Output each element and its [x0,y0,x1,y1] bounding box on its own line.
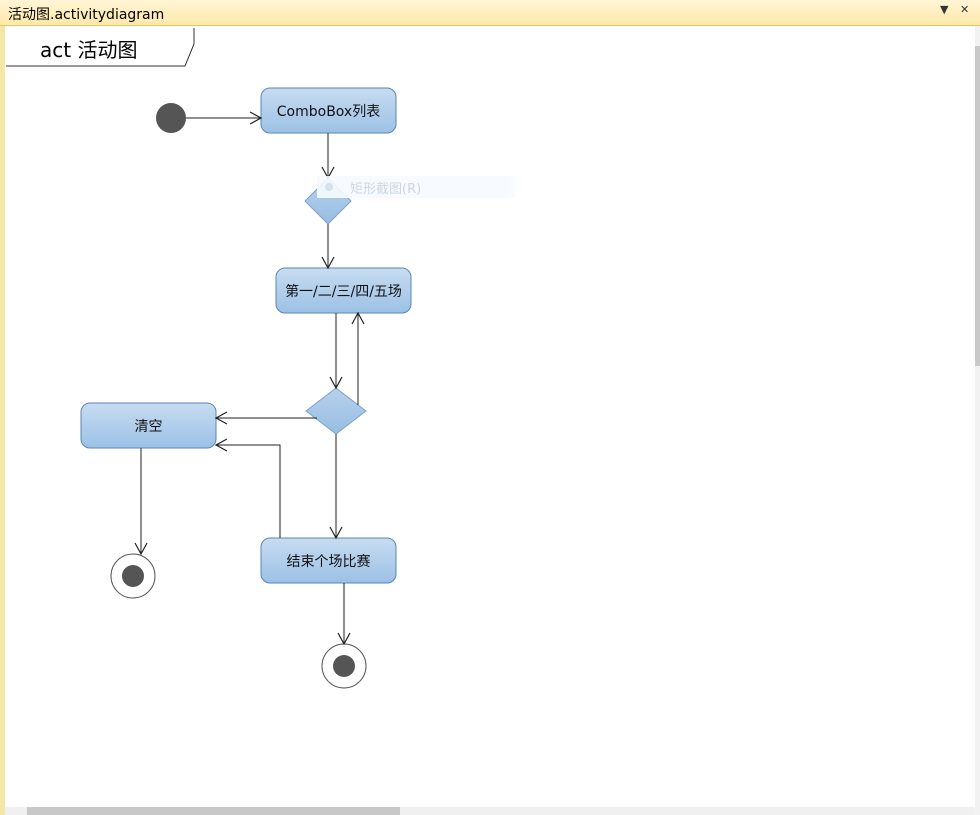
window-title: 活动图.activitydiagram [8,7,165,23]
ghost-context-menu: 矩形截图(R) [317,176,515,198]
vertical-scrollbar[interactable] [975,26,980,815]
action-clear[interactable] [80,402,217,449]
initial-node[interactable] [156,103,186,133]
window-title-bar: 活动图.activitydiagram ▼ ✕ [0,0,980,26]
action-end-match-label: 结束个场比赛 [286,554,371,570]
frame-label: act 活动图 [40,38,138,62]
action-end-match[interactable] [260,537,397,584]
action-clear-label: 清空 [134,419,163,435]
close-icon[interactable]: ✕ [960,3,970,16]
edge-end-match-to-clear[interactable] [214,438,281,538]
dropdown-arrow-icon[interactable]: ▼ [940,3,949,16]
frame-tab-border [6,28,195,67]
bullet-icon [325,183,333,191]
action-combobox-label: ComboBox列表 [276,104,381,120]
ghost-menu-item: 矩形截图(R) [350,182,422,197]
final-node-right-inner [333,655,355,677]
diagram-canvas[interactable]: act 活动图 ComboBox列表 第一/二/三/四/五场 清空 结束个场比赛… [5,26,975,807]
vertical-scrollbar-thumb[interactable] [975,46,980,366]
edges [134,111,365,646]
action-rounds[interactable] [275,267,412,314]
left-gutter [0,26,5,815]
horizontal-scrollbar[interactable] [5,807,975,815]
final-node-left-inner [122,565,144,587]
action-rounds-label: 第一/二/三/四/五场 [285,284,402,300]
horizontal-scrollbar-thumb[interactable] [27,807,400,815]
activity-diagram [6,28,412,689]
decision-node-2[interactable] [305,387,367,435]
